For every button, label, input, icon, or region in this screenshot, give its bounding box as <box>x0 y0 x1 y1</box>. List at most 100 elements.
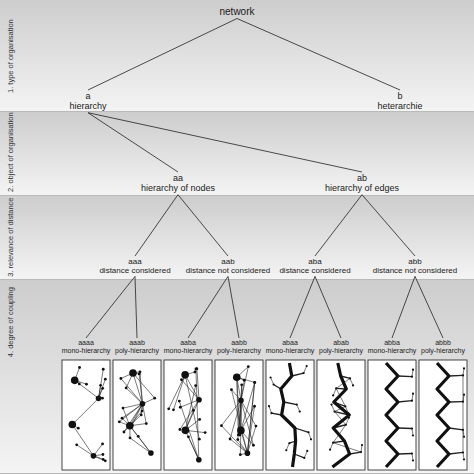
node-dot <box>137 435 140 438</box>
end-dot <box>270 412 272 414</box>
network-panel <box>62 360 110 470</box>
node-dot <box>102 453 105 456</box>
node-name: hierarchy of nodes <box>141 183 215 193</box>
node-dot <box>121 417 124 420</box>
node-dot <box>179 406 182 409</box>
network-panel <box>317 360 365 470</box>
tree-label: abbdistance not considered <box>371 256 460 276</box>
branch-line <box>398 453 412 455</box>
link-line <box>241 383 255 431</box>
tree-branch <box>392 276 415 338</box>
link-line <box>142 404 146 424</box>
node-dot <box>140 413 143 416</box>
link-line <box>99 379 106 398</box>
branch-line <box>449 401 463 403</box>
end-dot <box>412 434 414 436</box>
end-dot <box>307 431 309 433</box>
node-name: poly-hierarchy <box>115 347 159 355</box>
hub-dot <box>245 450 251 456</box>
end-dot <box>463 458 465 460</box>
node-dot <box>78 366 81 369</box>
branch-line <box>449 428 463 430</box>
node-name: poly-hierarchy <box>319 347 363 355</box>
tree-label: bheterarchie <box>375 90 424 113</box>
node-dot <box>180 378 183 381</box>
node-dot <box>102 368 105 371</box>
node-dot <box>236 438 239 441</box>
node-dot <box>194 384 197 387</box>
tree-branch <box>237 19 400 91</box>
tree-label: aabamono-hierarchy <box>162 338 215 356</box>
tree-branch <box>86 276 135 338</box>
hub-dot <box>181 371 189 379</box>
level-label: 2. object of organisation <box>7 112 15 192</box>
node-dot <box>178 400 181 403</box>
end-dot <box>268 405 270 407</box>
link-line <box>75 380 99 398</box>
tree-label: aaabpoly-hierarchy <box>113 338 161 356</box>
end-dot <box>411 452 413 454</box>
level-label: 3. relevance of distance <box>7 198 15 277</box>
hub-dot <box>69 421 77 429</box>
node-name: poly-hierarchy <box>217 347 261 355</box>
hub-dot <box>148 450 154 456</box>
level-band <box>0 112 474 196</box>
end-dot <box>270 376 272 378</box>
tree-branch <box>178 195 228 256</box>
hub-dot <box>233 373 241 381</box>
tree-label: network <box>217 5 256 19</box>
panel-frame <box>419 360 467 470</box>
node-name: hierarchy of edges <box>325 183 399 193</box>
node-dot <box>253 381 256 384</box>
link-line <box>241 406 255 430</box>
tree-label: aabdistance not considered <box>184 256 273 276</box>
node-code: ab <box>325 173 399 183</box>
link-line <box>185 430 199 459</box>
node-dot <box>240 383 243 386</box>
link-line <box>130 426 151 453</box>
node-dot <box>247 365 250 368</box>
tree-branch <box>88 113 178 172</box>
twig-line <box>269 406 272 413</box>
node-dot <box>253 381 256 384</box>
node-code: aba <box>279 257 350 266</box>
panel-frame <box>164 360 212 470</box>
hub-dot <box>140 401 146 407</box>
hub-dot <box>237 427 245 435</box>
end-dot <box>273 383 275 385</box>
link-line <box>182 380 200 400</box>
node-dot <box>172 408 175 411</box>
hub-dot <box>71 377 79 385</box>
link-line <box>126 388 142 404</box>
panel-frame <box>62 360 110 470</box>
link-line <box>124 404 143 432</box>
branch-line <box>398 401 412 402</box>
node-dot <box>141 410 144 413</box>
node-name: distance not considered <box>373 266 458 275</box>
link-line <box>237 377 239 435</box>
branch-line <box>292 373 304 376</box>
node-dot <box>229 438 232 441</box>
network-panel <box>368 360 416 470</box>
link-line <box>231 390 247 453</box>
node-name: mono-hierarchy <box>164 347 213 355</box>
node-name: mono-hierarchy <box>266 347 315 355</box>
hub-dot <box>182 427 190 435</box>
hub-dot <box>238 398 244 404</box>
tree-branch <box>315 195 362 256</box>
tree-label: ababpoly-hierarchy <box>317 338 365 356</box>
link-line <box>180 400 199 407</box>
tree-label: ahierarchy <box>67 90 108 113</box>
main-edge <box>437 363 449 467</box>
node-name: distance not considered <box>186 266 271 275</box>
link-line <box>197 369 199 400</box>
end-dot <box>299 410 301 412</box>
link-line <box>247 383 254 454</box>
hub-dot <box>91 453 97 459</box>
end-dot <box>361 444 363 446</box>
node-dot <box>101 397 104 400</box>
node-dot <box>198 418 201 421</box>
node-code: aaba <box>164 339 213 347</box>
